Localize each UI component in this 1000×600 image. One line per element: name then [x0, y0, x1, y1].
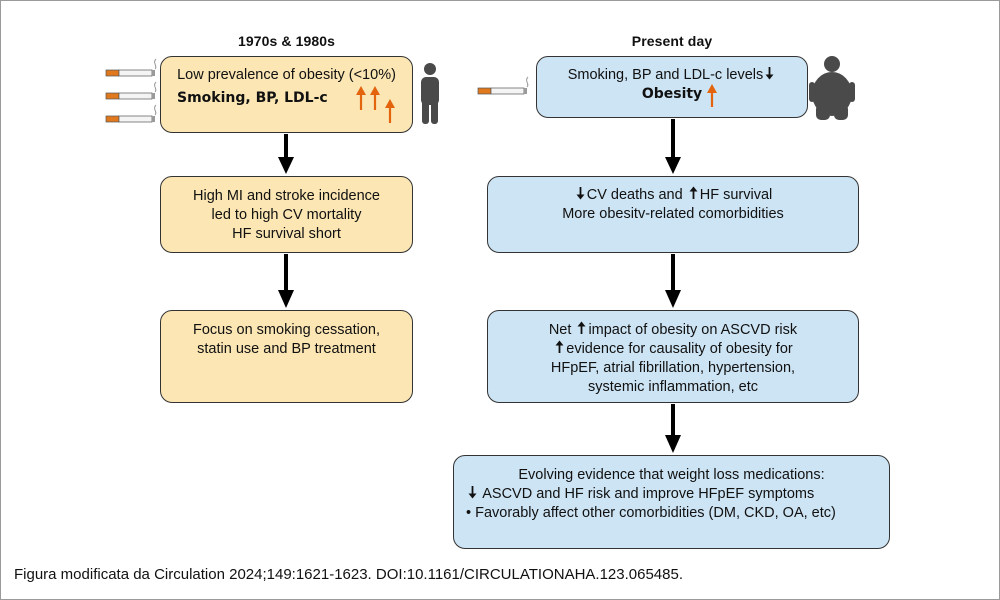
right-box2-line1-a: CV deaths and — [586, 187, 683, 203]
left-box2-line3: HF survival short — [232, 226, 341, 242]
cigarette-icon — [105, 104, 157, 123]
cigarette-icon — [105, 81, 157, 100]
down-arrow-icon — [468, 486, 477, 499]
right-box3-line1-b: impact of obesity on ASCVD risk — [588, 322, 798, 338]
left-box2-line1: High MI and stroke incidence — [193, 188, 380, 204]
left-box-focus: Focus on smoking cessation, statin use a… — [160, 310, 413, 403]
right-box3-line4: systemic inflammation, etc — [587, 379, 759, 395]
orange-up-arrow-icon — [370, 86, 380, 110]
left-box-1970s-risk-factors: Low prevalence of obesity (<10%) Smoking… — [160, 56, 413, 133]
bullet-icon: • — [466, 505, 472, 521]
right-box4-line3: • Favorably affect other comorbidities (… — [454, 504, 889, 523]
right-box-obesity-impact: Net impact of obesity on ASCVD risk evid… — [487, 310, 859, 403]
right-box4-line2: ASCVD and HF risk and improve HFpEF symp… — [454, 485, 889, 504]
down-arrow-icon — [765, 67, 774, 80]
flow-arrow-right-1 — [665, 119, 681, 174]
right-box-present-risk-factors: Smoking, BP and LDL-c levels Obesity — [536, 56, 808, 118]
cigarette-icon — [477, 76, 529, 95]
right-box3-line3: HFpEF, atrial fibrillation, hypertension… — [550, 360, 796, 376]
right-box4-line1: Evolving evidence that weight loss medic… — [518, 467, 825, 483]
orange-up-arrow-icon — [385, 99, 395, 123]
orange-up-arrow-icon — [707, 84, 717, 107]
right-box-cv-outcomes: CV deaths and HF survival More obesitv-r… — [487, 176, 859, 253]
slim-person-icon — [421, 63, 439, 124]
flow-arrow-left-1 — [278, 134, 294, 174]
left-box1-line2: Smoking, BP, LDL-c — [177, 90, 328, 106]
flow-arrow-right-3 — [665, 404, 681, 453]
obese-person-icon — [809, 56, 855, 120]
left-box2-line2: led to high CV mortality — [211, 207, 362, 223]
right-column-heading: Present day — [631, 33, 713, 49]
right-box3-line2: evidence for causality of obesity for — [488, 340, 858, 359]
flow-arrow-right-2 — [665, 254, 681, 308]
right-box2-line1-b: HF survival — [699, 187, 773, 203]
down-arrow-icon — [576, 187, 585, 200]
right-box2-line1: CV deaths and HF survival — [488, 186, 858, 205]
right-box3-line1: Net impact of obesity on ASCVD risk — [488, 321, 858, 340]
right-box1-obesity-label: Obesity — [641, 86, 703, 102]
right-box2-line2: More obesitv-related comorbidities — [562, 206, 784, 222]
up-arrow-icon — [555, 340, 564, 353]
right-box-weight-loss-medications: Evolving evidence that weight loss medic… — [453, 455, 890, 549]
right-box4-line2-text: ASCVD and HF risk and improve HFpEF symp… — [482, 486, 815, 502]
right-box1-line2: Obesity — [537, 85, 807, 104]
up-arrow-icon — [577, 321, 586, 334]
flow-arrow-left-2 — [278, 254, 294, 308]
cigarette-icon — [105, 58, 157, 77]
right-box1-line1: Smoking, BP and LDL-c levels — [537, 66, 807, 85]
right-box4-line3-text: Favorably affect other comorbidities (DM… — [475, 505, 836, 521]
left-column-heading: 1970s & 1980s — [237, 33, 336, 49]
right-box3-line2-text: evidence for causality of obesity for — [566, 341, 793, 357]
figure-caption: Figura modificata da Circulation 2024;14… — [14, 566, 683, 583]
left-box3-line1: Focus on smoking cessation, — [193, 322, 380, 338]
orange-up-arrow-icon — [356, 86, 366, 110]
left-box3-line2: statin use and BP treatment — [197, 341, 376, 357]
left-box-outcomes: High MI and stroke incidence led to high… — [160, 176, 413, 253]
up-arrow-icon — [689, 186, 698, 199]
right-box3-line1-a: Net — [548, 322, 572, 338]
left-box1-line1: Low prevalence of obesity (<10%) — [177, 67, 396, 83]
right-box1-line1-text: Smoking, BP and LDL-c levels — [567, 67, 764, 83]
